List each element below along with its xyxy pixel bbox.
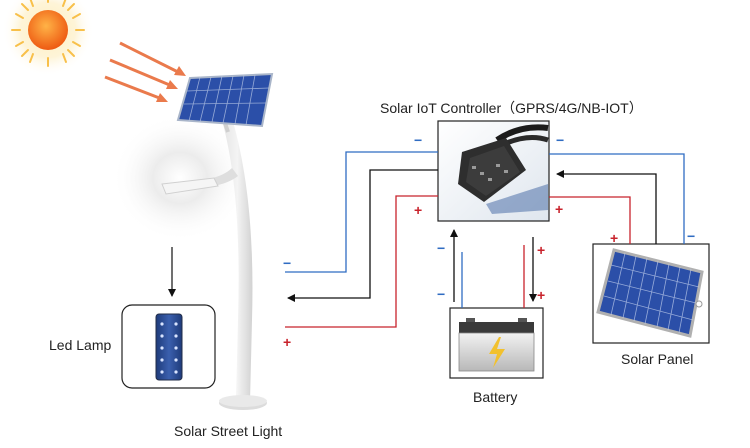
sun-icon [2, 0, 94, 76]
controller-label: Solar IoT Controller（GPRS/4G/NB-IOT） [380, 100, 643, 116]
street-solar-panel-icon [176, 72, 274, 128]
sign-batt-top-plus: + [537, 242, 546, 258]
sign-ctrl-right-minus: − [556, 132, 565, 148]
street-light-label: Solar Street Light [174, 423, 283, 439]
solar-panel-label: Solar Panel [621, 351, 694, 367]
battery-icon [458, 318, 535, 372]
controller-box [437, 120, 550, 222]
wire-panel-negative [549, 153, 685, 244]
sign-ctrl-right-plus: + [555, 201, 564, 217]
solar-panel-box [592, 243, 710, 344]
led-lamp-label: Led Lamp [49, 337, 112, 353]
led-lamp-icon [160, 322, 178, 374]
solar-panel-icon [596, 248, 704, 338]
wire-light-positive [285, 195, 438, 328]
sign-ctrl-left-plus: + [414, 202, 423, 218]
sign-ctrl-left-minus: − [414, 132, 423, 148]
sign-light-minus: − [283, 255, 292, 271]
sign-batt-bottom-plus: + [537, 287, 546, 303]
street-light-illustration [112, 114, 267, 410]
wire-panel-signal [556, 170, 657, 244]
wire-light-signal [287, 169, 438, 302]
controller-device-icon [458, 124, 549, 214]
battery-box [449, 307, 544, 379]
sign-panel-minus: − [687, 228, 696, 244]
battery-label: Battery [473, 389, 518, 405]
sunlight-arrows [104, 41, 186, 102]
sign-light-plus: + [283, 334, 292, 350]
sign-batt-bottom-minus: − [437, 286, 446, 302]
sign-panel-plus: + [610, 230, 619, 246]
wire-panel-positive [549, 196, 631, 244]
sign-batt-top-minus: − [437, 240, 446, 256]
led-lamp-box [121, 304, 216, 389]
wire-light-negative [285, 151, 438, 273]
